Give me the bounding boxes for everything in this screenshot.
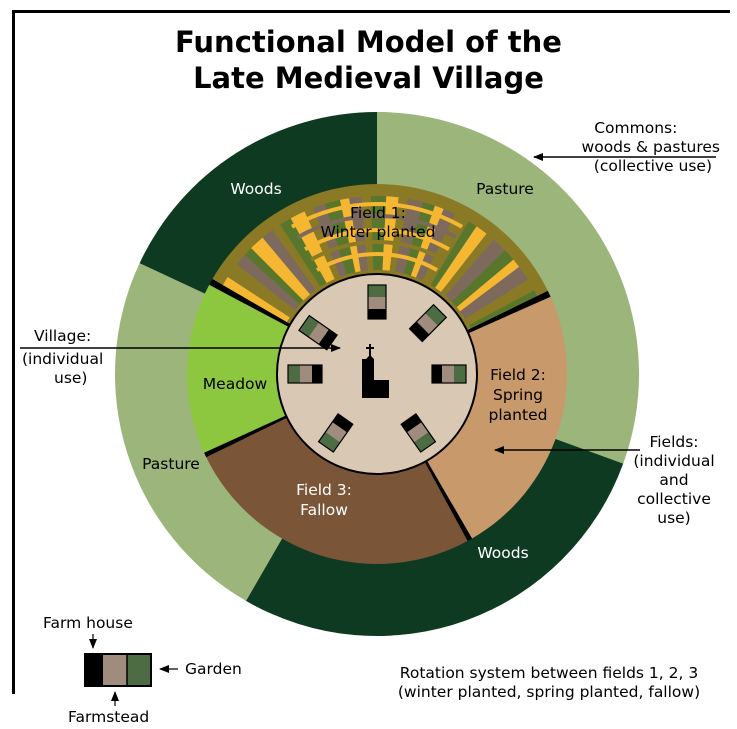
village-farmstead: [317, 413, 354, 453]
field2-label-line1: Field 2:: [490, 366, 546, 384]
field-separator-1: [209, 279, 291, 328]
legend-farmstead-label: Farmstead: [68, 708, 150, 726]
field1-strip: [222, 277, 290, 322]
field1-strip: [389, 197, 408, 272]
rotation-note: Rotation system between fields 1, 2, 3 (…: [376, 664, 722, 702]
commons-line2: woods & pastures: [581, 138, 720, 156]
field2-label-line3: planted: [489, 406, 548, 424]
field1-strip: [468, 290, 537, 329]
field1-arc-1: [316, 252, 438, 272]
commons-annotation: Commons: woods & pastures (collective us…: [582, 119, 720, 176]
woods-top-label: Woods: [230, 180, 281, 198]
pasture-top-label: Pasture: [476, 180, 534, 198]
legend-farm-house-label: Farm house: [43, 614, 133, 632]
fields-line1: Fields:: [649, 433, 699, 451]
rotation-line2: (winter planted, spring planted, fallow): [397, 683, 701, 701]
village-farmstead: [408, 303, 448, 343]
page-title: Functional Model of the Late Medieval Vi…: [0, 24, 737, 96]
field3-label-line2: Fallow: [300, 501, 348, 519]
field1-strip: [349, 196, 368, 272]
field-separator-3: [424, 460, 472, 541]
field1-strip: [435, 226, 487, 293]
rotation-line1: Rotation system between fields 1, 2, 3: [399, 664, 699, 682]
field1-strip: [451, 250, 514, 308]
left-rule: [12, 10, 15, 694]
field1-label-line2: Winter planted: [321, 223, 436, 241]
field1-strip: [262, 229, 316, 295]
field1-arc-4: [297, 213, 457, 239]
field3-region: [206, 417, 470, 565]
village-farmstead: [400, 413, 437, 453]
church-icon: [362, 344, 389, 398]
field1-strip: [272, 224, 321, 290]
field1-strip: [465, 279, 535, 326]
field1-strip: [460, 266, 528, 319]
village-farmstead: [287, 364, 323, 384]
field1-strip: [430, 221, 477, 288]
village-annotation: Village: (individual use): [22, 327, 103, 388]
village-line3: use): [54, 369, 88, 387]
field1-strip: [441, 233, 494, 296]
commons-line1: Commons:: [594, 119, 678, 137]
field1-strip: [445, 239, 506, 302]
legend-garden-label: Garden: [185, 660, 242, 678]
field-separator-4: [204, 415, 288, 458]
field1-strip: [227, 264, 296, 318]
field1-strip: [244, 248, 304, 305]
fields-annotation: Fields: (individual and collective use): [624, 433, 724, 528]
field1-strip: [236, 254, 300, 310]
legend-farmstead-icon: [84, 653, 152, 687]
meadow-label: Meadow: [203, 375, 268, 393]
title-line-1: Functional Model of the: [175, 25, 562, 59]
top-rule: [12, 10, 730, 13]
field3-label-line1: Field 3:: [296, 481, 352, 499]
woods-bottom-label: Woods: [477, 544, 528, 562]
village-farmstead: [431, 364, 467, 384]
field1-label-line1: Field 1:: [350, 204, 406, 222]
village-line2: (individual: [22, 350, 104, 368]
field1-strip: [339, 198, 361, 273]
field1-arc-2: [310, 239, 444, 262]
field1-arc-5: [291, 201, 463, 229]
meadow-region: [187, 284, 289, 455]
village-farmstead: [298, 314, 338, 351]
field1-strip: [456, 259, 520, 312]
field-separator-2: [466, 290, 551, 334]
village-line1: Village:: [34, 327, 92, 345]
woods-top-region: [139, 112, 377, 311]
field1-arc-3: [304, 228, 450, 252]
field2-label-line2: Spring: [493, 386, 543, 404]
fields-line3: and collective: [637, 471, 711, 508]
field1-strips: [222, 196, 537, 329]
village-farmstead: [367, 284, 387, 320]
field2-region: [427, 296, 567, 539]
field1-strip: [251, 237, 311, 301]
commons-line3: (collective use): [593, 157, 712, 175]
pasture-left-label: Pasture: [142, 455, 200, 473]
fields-line4: use): [657, 509, 691, 527]
fields-line2: (individual: [633, 452, 715, 470]
village-farmsteads: [287, 284, 467, 453]
field1-strip: [280, 218, 327, 287]
title-line-2: Late Medieval Village: [193, 61, 544, 95]
